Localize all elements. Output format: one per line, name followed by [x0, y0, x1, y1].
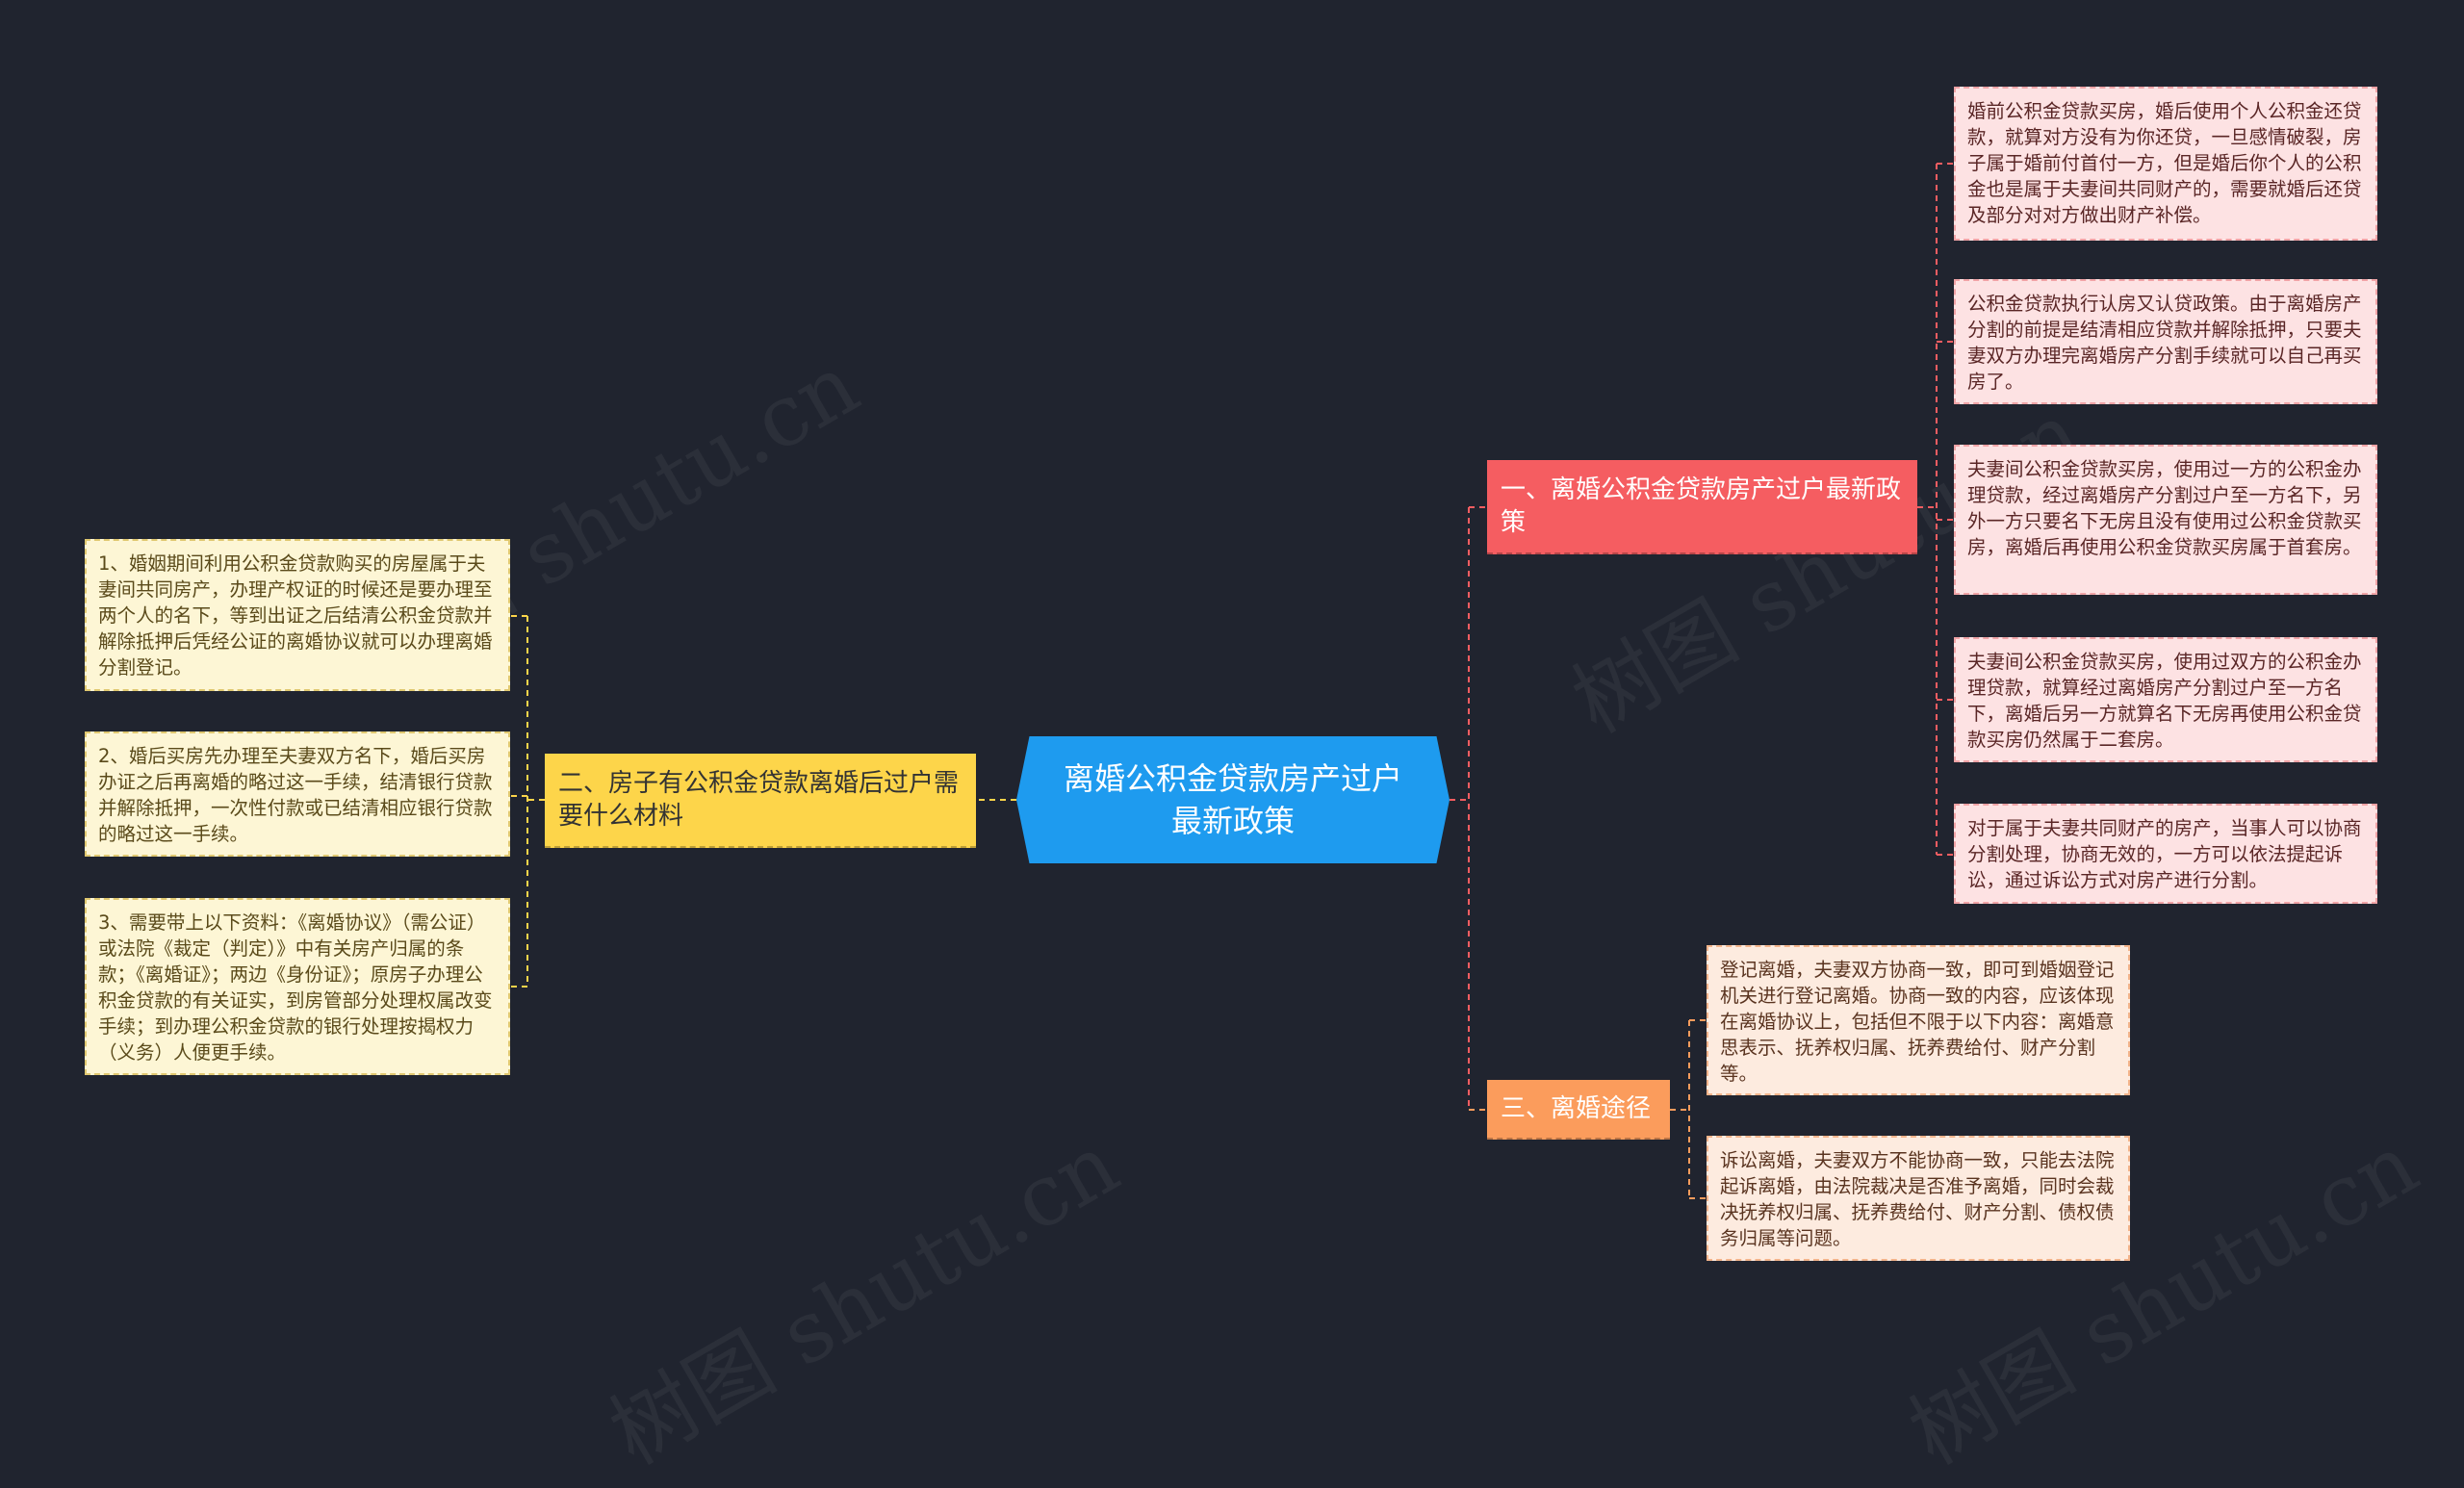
leaf-text: 公积金贷款执行认房又认贷政策。由于离婚房产分割的前提是结清相应贷款并解除抵押，只…: [1967, 293, 2362, 393]
leaf-text: 登记离婚，夫妻双方协商一致，即可到婚姻登记机关进行登记离婚。协商一致的内容，应该…: [1720, 959, 2115, 1085]
connector-lines: [510, 163, 1954, 1199]
leaf-text: 3、需要带上以下资料：《离婚协议》（需公证）或法院《裁定（判定）》中有关房产归属…: [98, 911, 493, 1064]
leaf-node[interactable]: 夫妻间公积金贷款买房，使用过双方的公积金办理贷款，就算经过离婚房产分割过户至一方…: [1954, 637, 2377, 762]
leaf-node[interactable]: 婚前公积金贷款买房，婚后使用个人公积金还贷款，就算对方没有为你还贷，一旦感情破裂…: [1954, 87, 2377, 241]
leaf-node[interactable]: 诉讼离婚，夫妻双方不能协商一致，只能去法院起诉离婚，由法院裁决是否准予离婚，同时…: [1707, 1136, 2130, 1261]
leaf-node[interactable]: 2、婚后买房先办理至夫妻双方名下，婚后买房办证之后再离婚的略过这一手续，结清银行…: [85, 731, 510, 857]
connector-center-branch1: [1450, 507, 1470, 1110]
branch-node-policy[interactable]: 一、离婚公积金贷款房产过户最新政策: [1487, 460, 1917, 554]
leaf-text: 诉讼离婚，夫妻双方不能协商一致，只能去法院起诉离婚，由法院裁决是否准予离婚，同时…: [1720, 1149, 2115, 1249]
connector-branch2-leaves: [526, 616, 545, 987]
central-topic-label: 离婚公积金贷款房产过户最新政策: [1063, 760, 1402, 839]
leaf-node[interactable]: 3、需要带上以下资料：《离婚协议》（需公证）或法院《裁定（判定）》中有关房产归属…: [85, 898, 510, 1075]
leaf-text: 婚前公积金贷款买房，婚后使用个人公积金还贷款，就算对方没有为你还贷，一旦感情破裂…: [1967, 100, 2362, 226]
leaf-node[interactable]: 登记离婚，夫妻双方协商一致，即可到婚姻登记机关进行登记离婚。协商一致的内容，应该…: [1707, 945, 2130, 1095]
leaf-text: 对于属于夫妻共同财产的房产，当事人可以协商分割处理，协商无效的，一方可以依法提起…: [1967, 817, 2362, 891]
branch-label: 三、离婚途径: [1501, 1094, 1652, 1123]
mindmap-canvas: 树图 shutu.cn 树图 shutu.cn 树图 shutu.cn 树图 s…: [85, 87, 2433, 1483]
leaf-node[interactable]: 夫妻间公积金贷款买房，使用过一方的公积金办理贷款，经过离婚房产分割过户至一方名下…: [1954, 445, 2377, 595]
branch-node-materials[interactable]: 二、房子有公积金贷款离婚后过户需要什么材料: [545, 754, 976, 848]
branch-node-divorce-methods[interactable]: 三、离婚途径: [1487, 1080, 1670, 1140]
connector-branch1-leaves: [1917, 164, 1938, 855]
leaf-text: 夫妻间公积金贷款买房，使用过一方的公积金办理贷款，经过离婚房产分割过户至一方名下…: [1967, 458, 2362, 558]
leaf-text: 夫妻间公积金贷款买房，使用过双方的公积金办理贷款，就算经过离婚房产分割过户至一方…: [1967, 651, 2362, 751]
leaf-node[interactable]: 公积金贷款执行认房又认贷政策。由于离婚房产分割的前提是结清相应贷款并解除抵押，只…: [1954, 279, 2377, 404]
branch-label: 二、房子有公积金贷款离婚后过户需要什么材料: [558, 769, 960, 831]
branch-label: 一、离婚公积金贷款房产过户最新政策: [1501, 475, 1902, 537]
leaf-text: 1、婚姻期间利用公积金贷款购买的房屋属于夫妻间共同房产，办理产权证的时候还是要办…: [98, 552, 493, 679]
leaf-node[interactable]: 1、婚姻期间利用公积金贷款购买的房屋属于夫妻间共同房产，办理产权证的时候还是要办…: [85, 539, 510, 691]
central-topic[interactable]: 离婚公积金贷款房产过户最新政策: [1016, 736, 1450, 863]
leaf-node[interactable]: 对于属于夫妻共同财产的房产，当事人可以协商分割处理，协商无效的，一方可以依法提起…: [1954, 804, 2377, 904]
leaf-text: 2、婚后买房先办理至夫妻双方名下，婚后买房办证之后再离婚的略过这一手续，结清银行…: [98, 745, 493, 845]
connector-branch3-leaves: [1670, 1020, 1690, 1198]
